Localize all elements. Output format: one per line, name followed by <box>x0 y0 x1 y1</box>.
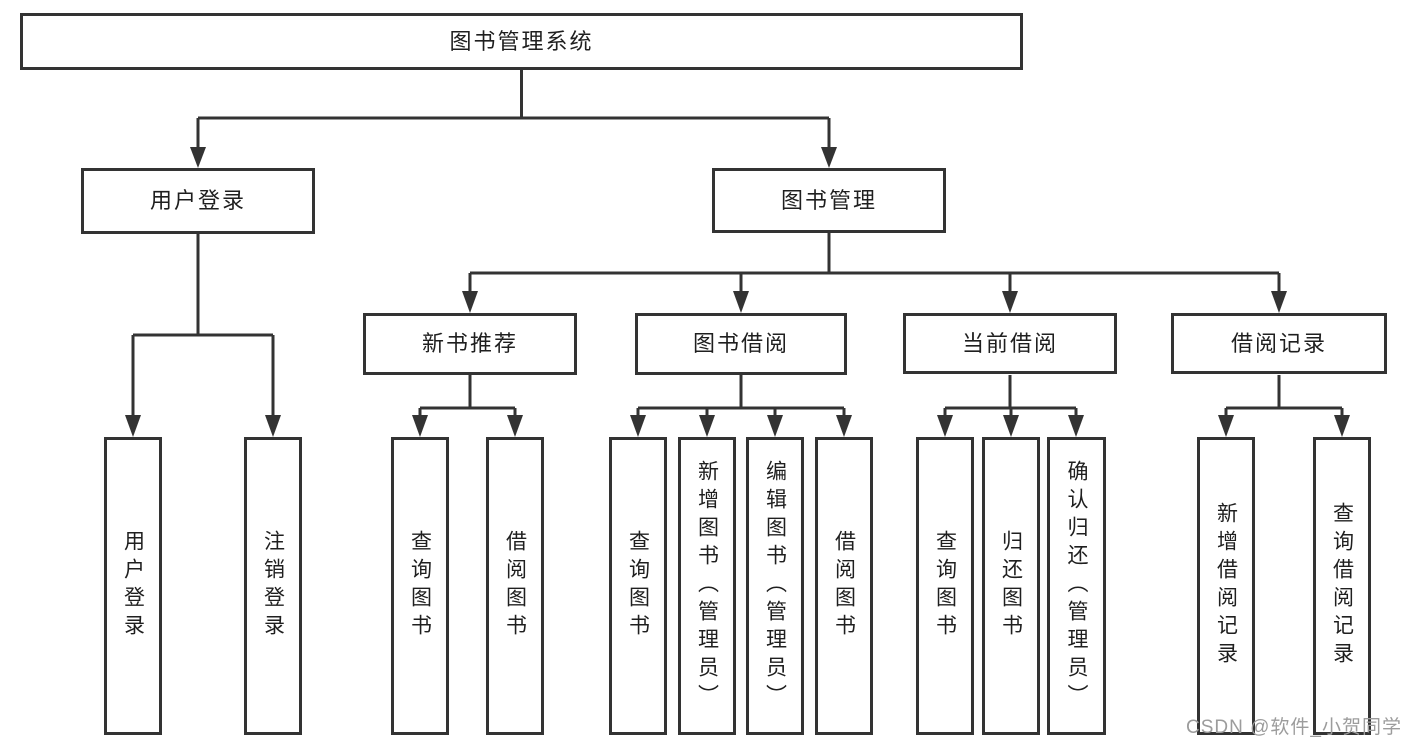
node-label: 图书管理 <box>780 187 877 213</box>
csdn-watermark: CSDN @软件_小贺同学 <box>1186 717 1402 738</box>
leaf-borrow-edit-books-admin: 编辑图书（管理员） <box>746 437 804 735</box>
leaf-rec-borrow-books: 借阅图书 <box>486 437 544 735</box>
leaf-records-add: 新增借阅记录 <box>1197 437 1255 735</box>
node-current-borrow: 当前借阅 <box>903 313 1117 374</box>
node-label: 借阅图书 <box>832 530 856 642</box>
node-label: 查询借阅记录 <box>1330 502 1354 670</box>
node-label: 用户登录 <box>121 530 145 642</box>
leaf-current-return-books: 归还图书 <box>982 437 1040 735</box>
node-label: 归还图书 <box>999 530 1023 642</box>
node-new-book-recommend: 新书推荐 <box>363 313 577 375</box>
node-label: 编辑图书（管理员） <box>763 460 787 712</box>
node-book-management: 图书管理 <box>712 168 946 233</box>
node-label: 新增图书（管理员） <box>695 460 719 712</box>
leaf-user-login: 用户登录 <box>104 437 162 735</box>
connector-root-to-level2 <box>190 70 837 168</box>
node-label: 查询图书 <box>408 530 432 642</box>
connector-book-mgmt-children <box>462 233 1287 313</box>
node-label: 注销登录 <box>261 530 285 642</box>
connector-user-login-children <box>125 234 281 437</box>
node-label: 新增借阅记录 <box>1214 502 1238 670</box>
node-label: 图书管理系统 <box>449 28 594 54</box>
node-label: 借阅记录 <box>1230 330 1327 356</box>
leaf-rec-query-books: 查询图书 <box>391 437 449 735</box>
node-book-borrow: 图书借阅 <box>635 313 847 375</box>
connector-current-borrow-children <box>937 375 1084 437</box>
node-label: 确认归还（管理员） <box>1065 460 1088 712</box>
node-borrow-records: 借阅记录 <box>1171 313 1387 374</box>
leaf-current-query-books: 查询图书 <box>916 437 974 735</box>
connector-new-book-rec-children <box>412 375 523 437</box>
node-library-management-system: 图书管理系统 <box>20 13 1023 70</box>
leaf-records-query: 查询借阅记录 <box>1313 437 1371 735</box>
node-label: 借阅图书 <box>503 530 527 642</box>
node-label: 用户登录 <box>149 188 246 213</box>
leaf-current-confirm-return-admin: 确认归还（管理员） <box>1047 437 1106 735</box>
leaf-logout: 注销登录 <box>244 437 302 735</box>
node-label: 查询图书 <box>933 530 957 642</box>
node-user-login: 用户登录 <box>81 168 315 234</box>
connector-borrow-records-children <box>1218 375 1350 437</box>
leaf-borrow-add-books-admin: 新增图书（管理员） <box>678 437 736 735</box>
node-label: 新书推荐 <box>421 331 518 356</box>
leaf-borrow-query-books: 查询图书 <box>609 437 667 735</box>
node-label: 图书借阅 <box>692 331 789 356</box>
node-label: 查询图书 <box>626 530 650 642</box>
leaf-borrow-borrow-books: 借阅图书 <box>815 437 873 735</box>
connector-book-borrow-children <box>630 375 852 437</box>
node-label: 当前借阅 <box>961 330 1058 356</box>
